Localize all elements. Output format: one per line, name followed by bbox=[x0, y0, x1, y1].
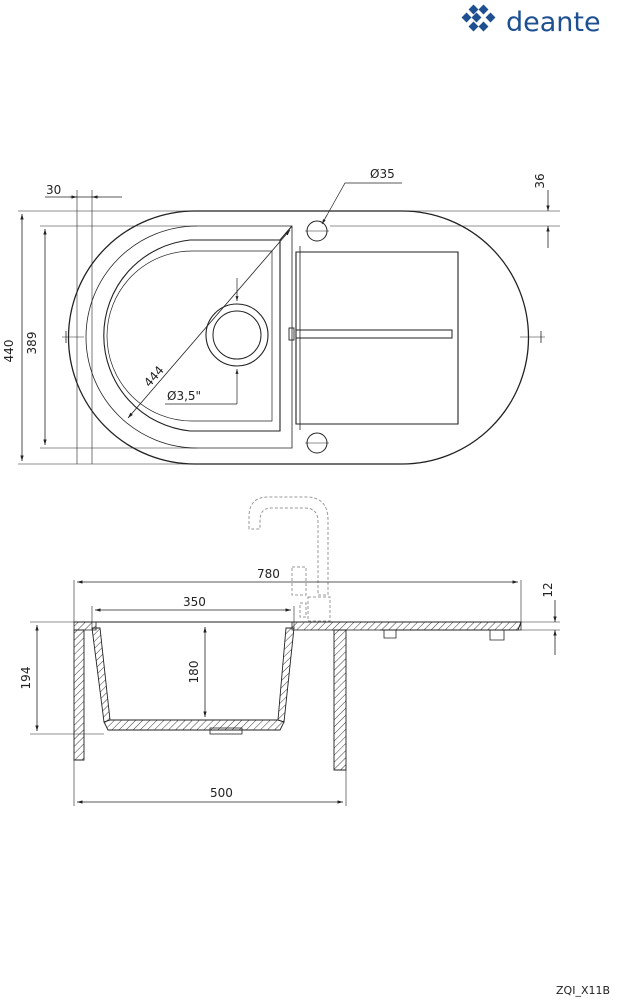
cabinet-wall-right bbox=[333, 629, 347, 771]
cabinet-wall-left bbox=[73, 629, 85, 761]
dim-drain: Ø3,5" bbox=[167, 389, 201, 403]
deck-section bbox=[291, 621, 522, 631]
deante-logo-icon bbox=[461, 4, 496, 32]
dim-edge: 36 bbox=[533, 173, 547, 188]
dim-bowl-width: 350 bbox=[183, 595, 206, 609]
drainboard-rib bbox=[295, 329, 453, 339]
dim-bowl-height: 389 bbox=[25, 332, 39, 355]
drawing-code: ZQI_X11B bbox=[556, 984, 610, 997]
drainboard-foot-2 bbox=[489, 630, 505, 641]
bowl-wall-right bbox=[277, 627, 295, 723]
dim-overall-height: 440 bbox=[2, 340, 16, 363]
drainboard bbox=[295, 251, 459, 425]
faucet-base bbox=[291, 566, 331, 622]
dim-overall-depth: 194 bbox=[19, 667, 33, 690]
faucet-outline bbox=[248, 496, 329, 596]
drainboard-foot-1 bbox=[383, 630, 397, 639]
dim-offset: 30 bbox=[46, 183, 61, 197]
dim-tap-hole: Ø35 bbox=[370, 167, 395, 181]
dim-bowl-depth: 180 bbox=[187, 661, 201, 684]
brand-logo: deante bbox=[461, 4, 601, 38]
sink-outline bbox=[67, 210, 530, 465]
drain-pipe bbox=[209, 727, 243, 735]
dim-overall-length: 780 bbox=[257, 567, 280, 581]
dim-cutout: 500 bbox=[210, 786, 233, 800]
bowl-wall-left bbox=[91, 627, 111, 723]
top-view bbox=[18, 182, 560, 465]
brand-name: deante bbox=[506, 7, 601, 38]
dim-diagonal: 444 bbox=[141, 363, 167, 389]
drain-inner bbox=[212, 310, 262, 360]
drain-outer bbox=[205, 303, 269, 367]
overflow-slot bbox=[288, 327, 295, 341]
dim-rim: 12 bbox=[541, 582, 555, 597]
side-view bbox=[30, 496, 560, 806]
bowl-bottom bbox=[103, 719, 285, 731]
